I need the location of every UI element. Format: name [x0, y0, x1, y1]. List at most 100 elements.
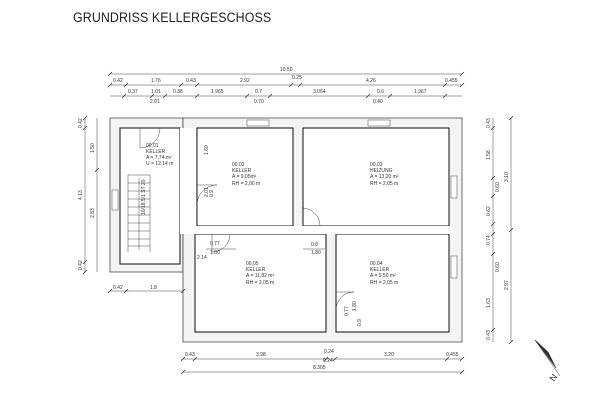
svg-text:0.77: 0.77 — [210, 241, 220, 247]
room-area: A = 9,50 m² — [370, 273, 396, 279]
svg-text:0.43: 0.43 — [486, 118, 492, 128]
corridor — [184, 226, 454, 234]
stair-note: 10/18,5/1 ST 20 — [141, 179, 147, 215]
top-dimension-overall: 10.50 — [107, 67, 465, 77]
room-id: 00.04 — [370, 261, 383, 267]
room-id: 00.03 — [370, 162, 383, 168]
svg-text:0.37: 0.37 — [128, 89, 138, 95]
room-area: A = 9,05m² — [232, 174, 257, 180]
svg-text:1.58: 1.58 — [486, 150, 492, 160]
staircase — [127, 174, 151, 252]
svg-text:0.24: 0.24 — [324, 349, 334, 355]
svg-text:0.62: 0.62 — [486, 206, 492, 216]
svg-text:1.80: 1.80 — [210, 250, 220, 256]
mid-left-dimension: 0.42 1.8 — [107, 285, 186, 294]
room-label-00-04: 00.04 KELLER A = 9,50 m² RH = 2,05 m — [370, 261, 398, 286]
svg-text:0.42: 0.42 — [78, 118, 84, 128]
svg-text:0.43: 0.43 — [185, 352, 195, 358]
windows — [111, 119, 458, 279]
room-label-00-01: 00.01 KELLER A = 7,74 m² U = 12,14 m — [146, 143, 173, 167]
right-dimension-col-1: 0.43 1.58 0.62 0.74 1.63 0.43 0.60 0.60 — [486, 118, 501, 342]
svg-text:0.43: 0.43 — [486, 330, 492, 340]
svg-text:2.01: 2.01 — [204, 187, 210, 197]
svg-text:1.63: 1.63 — [486, 298, 492, 308]
room-id: 00.01 — [146, 143, 159, 149]
svg-text:1.50: 1.50 — [90, 143, 96, 153]
room-00-03 — [302, 127, 450, 227]
svg-text:0.70: 0.70 — [254, 99, 264, 105]
room-name: KELLER — [232, 168, 252, 174]
svg-text:0.74: 0.74 — [486, 235, 492, 245]
right-dimension-col-2: 3.10 2.97 — [504, 115, 514, 345]
room-area: A = 13,20 m² — [370, 174, 399, 180]
svg-text:4.13: 4.13 — [78, 190, 84, 200]
room-label-00-05: 00.05 KELLER A = 11,82 m² RH = 2,05 m — [246, 261, 274, 286]
left-dimension-col-2: 1.50 2.83 — [90, 118, 100, 272]
svg-text:0.42: 0.42 — [78, 260, 84, 270]
svg-text:3.10: 3.10 — [504, 172, 510, 182]
svg-text:2.97: 2.97 — [504, 280, 510, 290]
svg-text:0.40: 0.40 — [373, 99, 383, 105]
svg-text:4.26: 4.26 — [366, 78, 376, 84]
svg-text:0.6: 0.6 — [377, 89, 384, 95]
svg-text:3.98: 3.98 — [256, 352, 266, 358]
svg-text:0.38: 0.38 — [173, 89, 183, 95]
svg-text:0.60: 0.60 — [495, 182, 501, 192]
svg-text:1.80: 1.80 — [352, 301, 358, 311]
svg-text:0.455: 0.455 — [446, 352, 459, 358]
svg-text:3.064: 3.064 — [313, 89, 326, 95]
north-label: N — [547, 372, 559, 383]
bottom-dimension-row-1: 0.43 3.98 0.24 3.20 0.455 0.24 — [180, 349, 465, 364]
svg-text:0.455: 0.455 — [445, 78, 458, 84]
svg-text:1.76: 1.76 — [151, 78, 161, 84]
svg-text:0.42: 0.42 — [113, 78, 123, 84]
room-extra: RH = 2,05 m — [370, 181, 398, 187]
svg-text:2.14: 2.14 — [197, 255, 207, 261]
svg-text:1.60: 1.60 — [204, 145, 210, 155]
bottom-dimension-overall: 8.305 — [180, 365, 465, 375]
room-name: HEIZUNG — [370, 168, 393, 174]
room-id: 00.02 — [232, 162, 245, 168]
svg-text:1.80: 1.80 — [311, 250, 321, 256]
svg-text:3.20: 3.20 — [384, 352, 394, 358]
svg-text:0.24: 0.24 — [323, 358, 333, 364]
north-arrow-icon — [534, 339, 557, 369]
room-name: KELLER — [370, 267, 390, 273]
room-00-05 — [194, 233, 327, 333]
svg-text:0.9: 0.9 — [209, 190, 215, 197]
svg-text:0.25: 0.25 — [292, 75, 302, 81]
svg-text:10.50: 10.50 — [280, 67, 293, 73]
room-id: 00.05 — [246, 261, 259, 267]
svg-text:1.967: 1.967 — [414, 89, 427, 95]
svg-text:0.77: 0.77 — [344, 306, 350, 316]
svg-text:8.305: 8.305 — [313, 365, 326, 371]
svg-text:2.92: 2.92 — [240, 78, 250, 84]
door-swing-stair — [139, 127, 161, 149]
left-dimension-col-1: 0.42 4.13 0.42 — [78, 115, 88, 275]
door-swing-0002 — [196, 184, 218, 206]
door-swing-0004 — [335, 291, 355, 311]
svg-text:0.9: 0.9 — [357, 319, 363, 326]
svg-text:2.83: 2.83 — [90, 208, 96, 218]
svg-text:1.8: 1.8 — [150, 285, 157, 291]
room-label-00-02: 00.02 KELLER A = 9,05m² RH = 2,00 m — [232, 162, 260, 187]
svg-text:2.01: 2.01 — [150, 99, 160, 105]
room-extra: RH = 2,05 m — [370, 280, 398, 286]
north-arrow: N — [534, 339, 561, 383]
room-label-00-03: 00.03 HEIZUNG A = 13,20 m² RH = 2,05 m — [370, 162, 399, 187]
room-area: A = 7,74 m² — [146, 155, 172, 161]
room-extra: U = 12,14 m — [146, 161, 173, 167]
room-00-04 — [335, 233, 450, 333]
door-swing-corridor — [301, 207, 321, 227]
room-extra: RH = 2,00 m — [232, 181, 260, 187]
inner-dimensions: 1.60 0.9 2.01 0.77 1.80 2.14 0.8 1.80 0.… — [197, 145, 363, 326]
svg-text:0.8: 0.8 — [311, 242, 318, 248]
room-name: KELLER — [146, 149, 166, 155]
room-extra: RH = 2,05 m — [246, 280, 274, 286]
svg-text:0.7: 0.7 — [255, 89, 262, 95]
top-dimension-row-2: 0.37 1.01 0.38 1.965 0.7 3.064 0.6 1.967… — [110, 89, 462, 105]
svg-text:1.01: 1.01 — [151, 89, 161, 95]
room-area: A = 11,82 m² — [246, 273, 274, 279]
svg-text:0.60: 0.60 — [495, 262, 501, 272]
